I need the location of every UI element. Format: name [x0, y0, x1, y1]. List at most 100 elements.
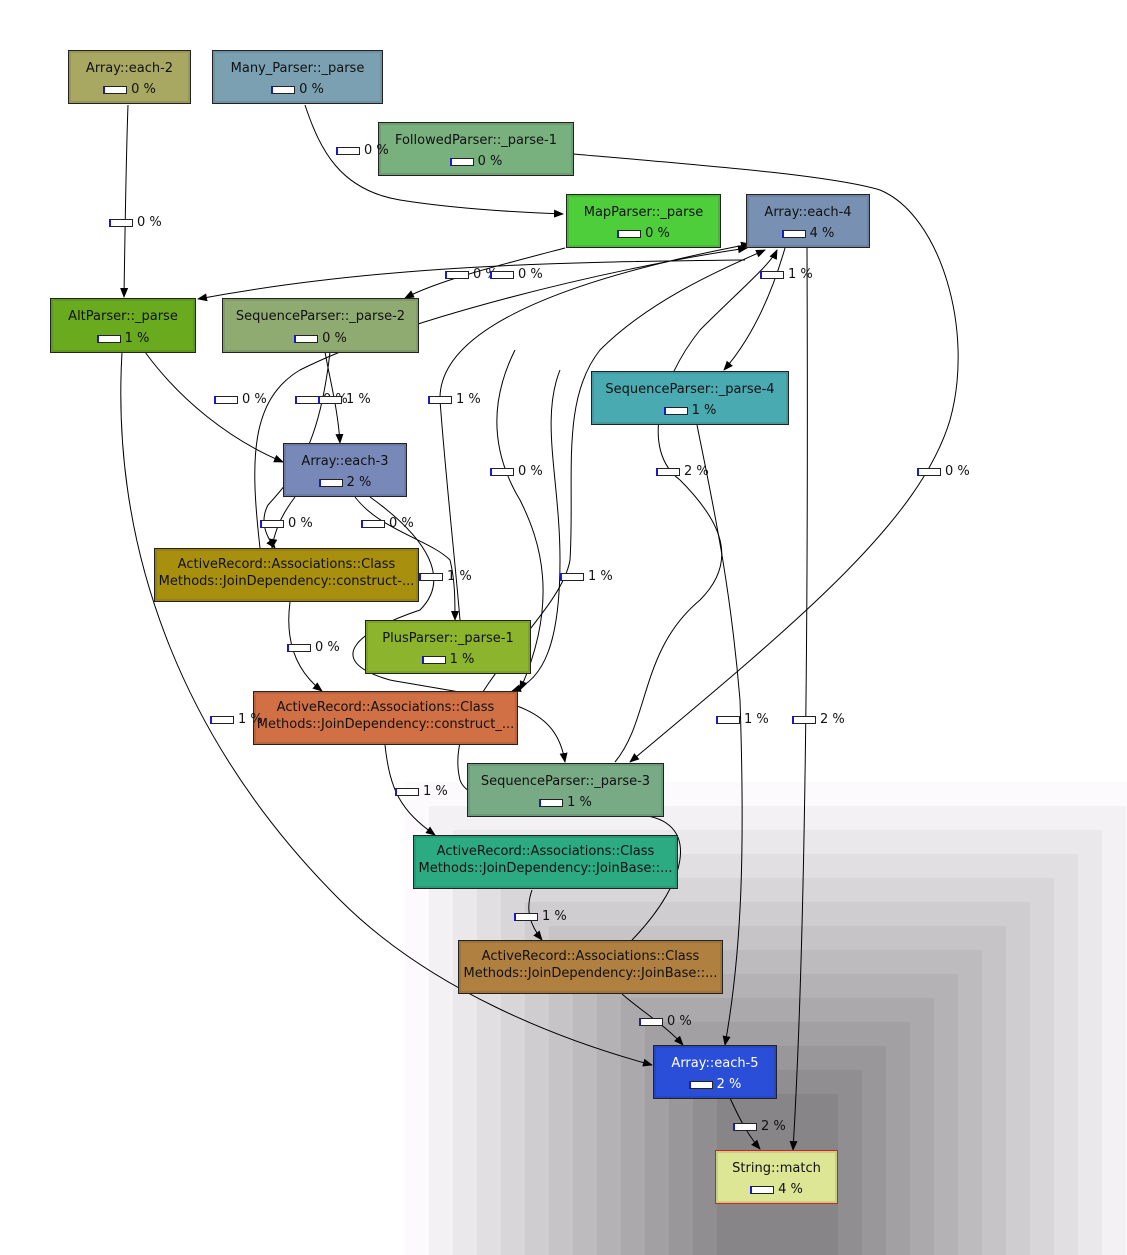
percent-value: 1 %	[449, 652, 475, 667]
percent-value: 0 %	[645, 226, 670, 241]
edge-label: 1 %	[318, 393, 371, 407]
percent-bar	[663, 406, 688, 415]
node-fill: ActiveRecord::Associations::Class Method…	[157, 551, 416, 599]
node-label: SequenceParser::_parse-4	[605, 382, 775, 397]
edge-label: 1 %	[428, 393, 481, 407]
node-percent: 2 %	[286, 476, 404, 490]
edge-array-each-3-to-plus-parser-1	[354, 496, 459, 621]
node-label: AltParser::_parse	[68, 309, 178, 324]
node-label: Array::each-2	[85, 61, 174, 76]
edge-label-value: 1 %	[456, 392, 481, 407]
percent-bar	[490, 467, 514, 476]
edge-label: 0 %	[287, 641, 340, 655]
percent-bar	[445, 270, 469, 279]
node-array-each-4[interactable]: Array::each-4 4 %	[746, 194, 870, 248]
node-fill: String::match 4 %	[718, 1153, 835, 1201]
node-fill: Many_Parser::_parse 0 %	[215, 53, 380, 101]
node-label: ActiveRecord::Associations::Class Method…	[157, 556, 416, 590]
node-label-line-1: ActiveRecord::Associations::Class	[436, 844, 655, 859]
edge-label: 1 %	[210, 713, 263, 727]
node-fill: Array::each-3 2 %	[286, 446, 404, 494]
percent-bar	[716, 715, 740, 724]
node-label: Array::each-4	[764, 205, 852, 220]
node-sequence-parser-2[interactable]: SequenceParser::_parse-2 0 %	[222, 298, 419, 353]
edge-label: 0 %	[361, 517, 414, 531]
percent-bar	[539, 798, 564, 807]
node-fill: FollowedParser::_parse-1 0 %	[381, 125, 571, 173]
node-label-line-1: ActiveRecord::Associations::Class	[177, 557, 396, 572]
node-many-parser[interactable]: Many_Parser::_parse 0 %	[212, 50, 383, 104]
node-fill: Array::each-4 4 %	[749, 197, 867, 245]
node-sequence-parser-3[interactable]: SequenceParser::_parse-3 1 %	[467, 763, 664, 817]
edge-label-value: 0 %	[137, 215, 162, 230]
percent-value: 4 %	[809, 226, 835, 241]
node-array-each-2[interactable]: Array::each-2 0 %	[68, 50, 191, 104]
edge-label: 1 %	[560, 570, 613, 584]
edge-label-value: 0 %	[518, 464, 543, 479]
node-percent: 2 %	[656, 1078, 774, 1092]
edge-label-value: 1 %	[423, 784, 448, 799]
node-fill: Array::each-2 0 %	[71, 53, 188, 101]
node-alt-parser[interactable]: AltParser::_parse 1 %	[50, 298, 196, 353]
edge-label-value: 0 %	[315, 640, 340, 655]
edge-jd-construct-2-to-jd-joinbase-1	[384, 744, 436, 836]
node-jd-joinbase-2[interactable]: ActiveRecord::Associations::Class Method…	[458, 940, 723, 994]
percent-bar	[617, 229, 642, 238]
node-string-match[interactable]: String::match 4 %	[715, 1150, 838, 1204]
node-followed-parser-1[interactable]: FollowedParser::_parse-1 0 %	[378, 122, 574, 176]
edge-plus-parser-1-to-array-each-4	[439, 241, 751, 621]
percent-bar	[917, 467, 941, 476]
node-array-each-3[interactable]: Array::each-3 2 %	[283, 443, 407, 497]
node-jd-joinbase-1[interactable]: ActiveRecord::Associations::Class Method…	[413, 835, 678, 889]
node-percent: 0 %	[381, 155, 571, 169]
node-fill: PlusParser::_parse-1 1 %	[368, 623, 528, 671]
node-array-each-5[interactable]: Array::each-5 2 %	[653, 1045, 777, 1099]
node-map-parser[interactable]: MapParser::_parse 0 %	[566, 194, 721, 248]
node-fill: MapParser::_parse 0 %	[569, 197, 718, 245]
node-label: MapParser::_parse	[583, 205, 704, 220]
edge-label: 2 %	[733, 1120, 786, 1134]
edge-label: 1 %	[419, 570, 472, 584]
node-fill: ActiveRecord::Associations::Class Method…	[416, 838, 675, 886]
node-label-line-2: Methods::JoinDependency::construct_...	[256, 717, 515, 732]
percent-bar	[103, 85, 128, 94]
node-fill: Array::each-5 2 %	[656, 1048, 774, 1096]
node-sequence-parser-4[interactable]: SequenceParser::_parse-4 1 %	[591, 371, 789, 425]
percent-value: 1 %	[691, 403, 717, 418]
node-jd-construct-1[interactable]: ActiveRecord::Associations::Class Method…	[154, 548, 419, 602]
node-label-line-2: Methods::JoinDependency::JoinBase::...	[463, 966, 718, 981]
edge-jd-construct-1-to-jd-construct-2	[288, 601, 323, 692]
edge-label-value: 1 %	[447, 569, 472, 584]
edge-label: 0 %	[260, 517, 313, 531]
percent-bar	[271, 85, 296, 94]
edge-label: 1 %	[514, 910, 567, 924]
percent-value: 0 %	[299, 82, 324, 97]
node-percent: 4 %	[718, 1183, 835, 1197]
edge-label-value: 2 %	[820, 712, 845, 727]
edge-label-value: 0 %	[667, 1014, 692, 1029]
node-percent: 1 %	[470, 796, 661, 810]
node-label-line-2: Methods::JoinDependency::JoinBase::...	[418, 861, 673, 876]
node-label: ActiveRecord::Associations::Class Method…	[416, 843, 675, 877]
edge-label: 0 %	[639, 1015, 692, 1029]
node-fill: SequenceParser::_parse-3 1 %	[470, 766, 661, 814]
percent-value: 4 %	[778, 1182, 803, 1197]
edge-label: 1 %	[716, 713, 769, 727]
percent-bar	[419, 572, 443, 581]
node-jd-construct-2[interactable]: ActiveRecord::Associations::Class Method…	[253, 691, 518, 745]
percent-bar	[449, 157, 474, 166]
percent-bar	[760, 270, 784, 279]
percent-bar	[750, 1185, 775, 1194]
node-percent: 0 %	[215, 83, 380, 97]
edge-label: 0 %	[214, 393, 267, 407]
edge-array-each-2-to-alt-parser	[120, 104, 129, 298]
node-percent: 0 %	[71, 83, 188, 97]
node-plus-parser-1[interactable]: PlusParser::_parse-1 1 %	[365, 620, 531, 674]
percent-bar	[514, 912, 538, 921]
node-label-line-1: ActiveRecord::Associations::Class	[276, 700, 495, 715]
percent-bar	[733, 1122, 757, 1131]
edge-label-value: 1 %	[588, 569, 613, 584]
node-percent: 1 %	[594, 404, 786, 418]
